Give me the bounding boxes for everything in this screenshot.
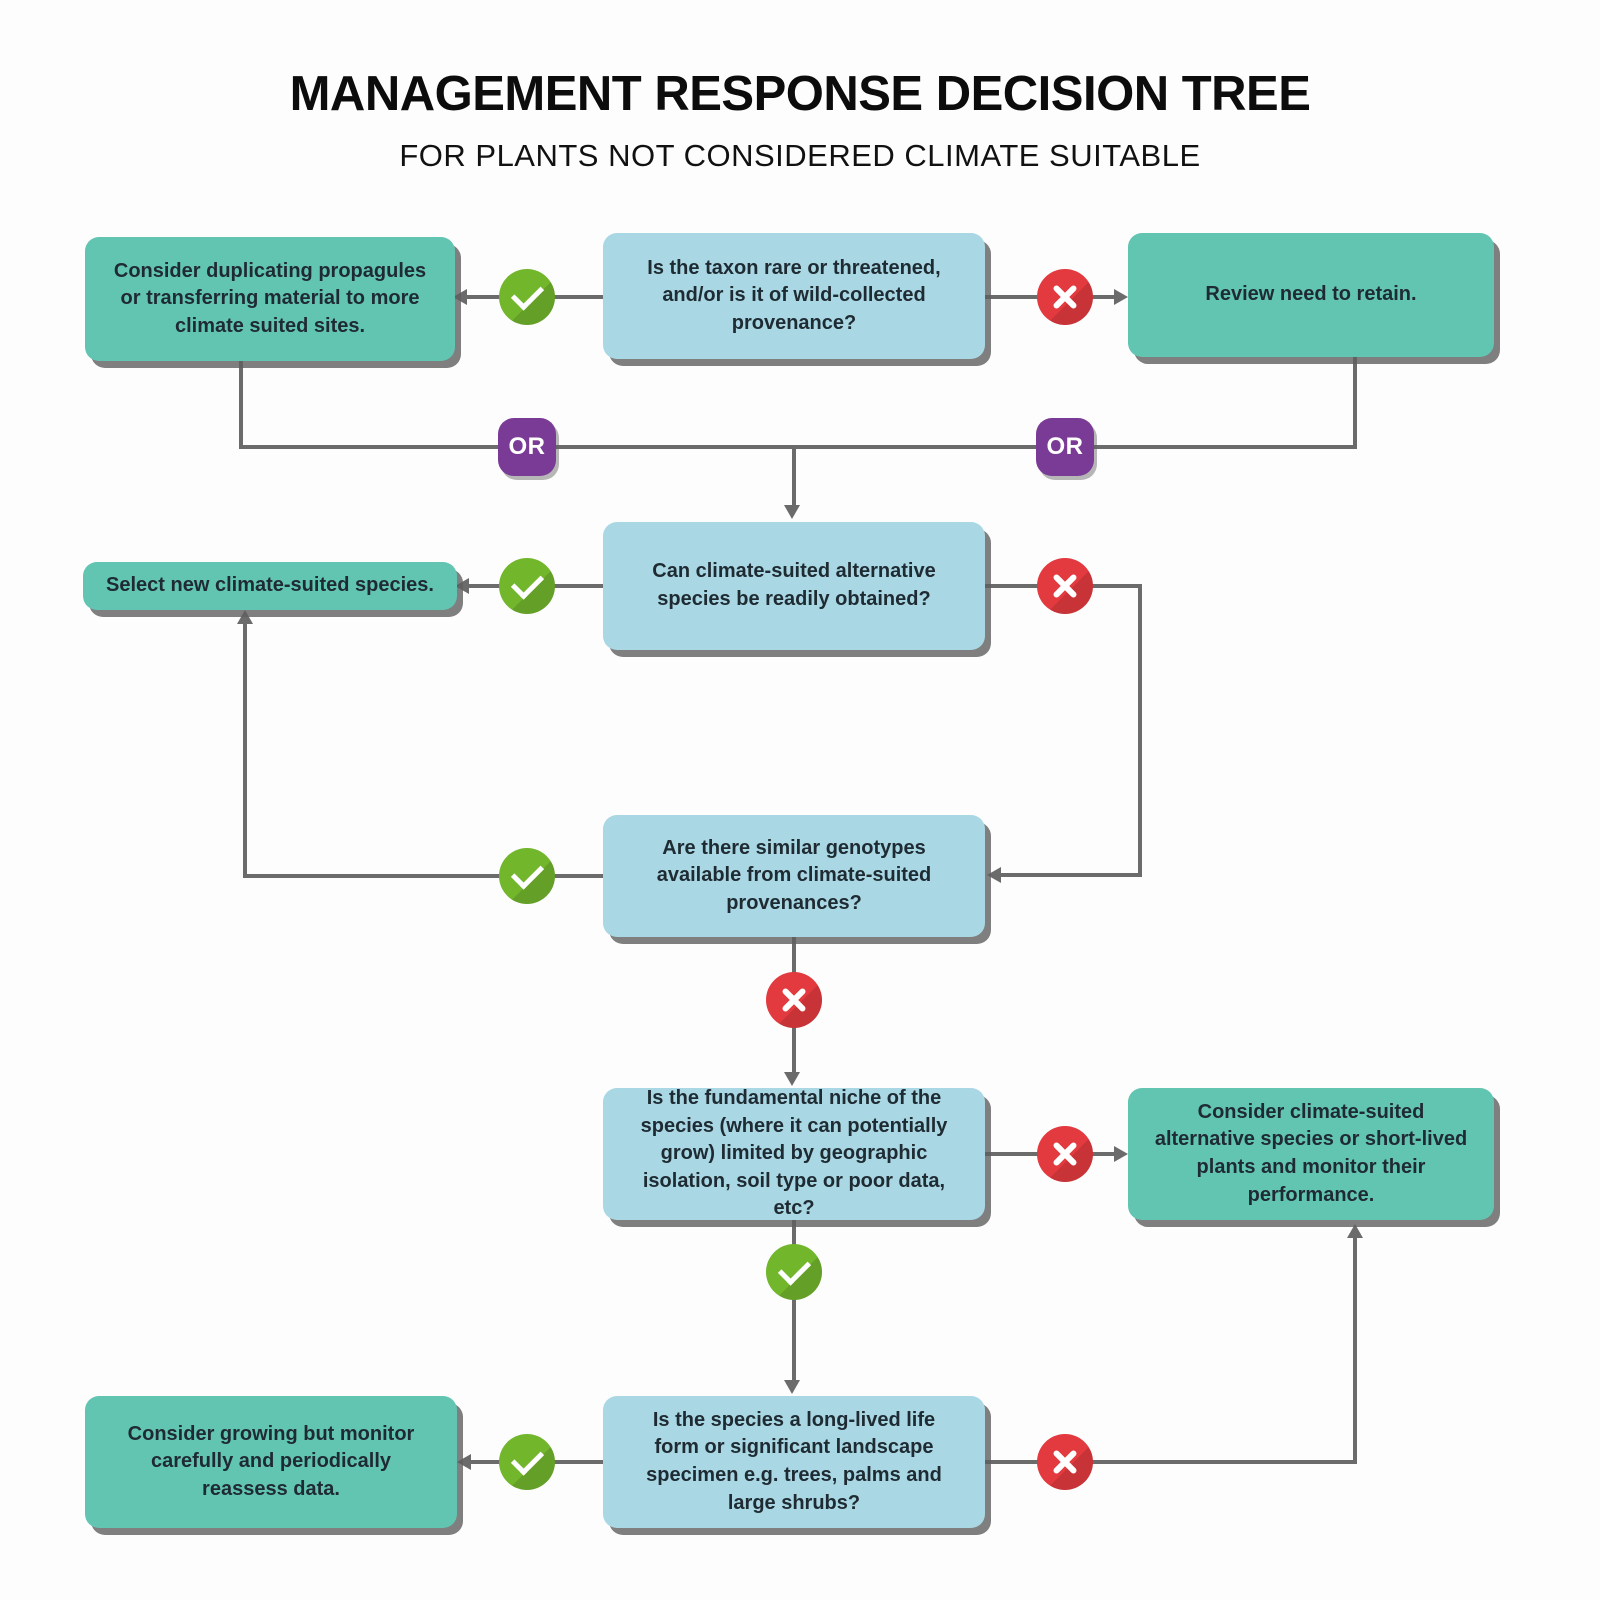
or-badge: OR (1036, 418, 1094, 476)
cross-icon (1037, 558, 1093, 614)
or-badge-label: OR (1046, 433, 1084, 460)
arrowhead-into-duplicate (453, 289, 467, 305)
connector-review-drop (1353, 357, 1357, 447)
checkmark-glyph (510, 277, 544, 311)
or-badge: OR (498, 418, 556, 476)
checkmark-glyph (510, 566, 544, 600)
cross-icon (766, 972, 822, 1028)
check-icon (499, 848, 555, 904)
cross-icon (1037, 1126, 1093, 1182)
check-icon (499, 269, 555, 325)
check-icon (499, 1434, 555, 1490)
check-icon (766, 1244, 822, 1300)
question-box-taxon-rare: Is the taxon rare or threatened, and/or … (603, 233, 985, 359)
action-box-duplicate-propagules: Consider duplicating propagules or trans… (85, 237, 455, 361)
checkmark-glyph (510, 856, 544, 890)
node-text: Is the fundamental niche of the species … (640, 1087, 948, 1220)
node-text: Is the taxon rare or threatened, and/or … (647, 256, 941, 334)
check-icon (499, 558, 555, 614)
connector-duplicate-drop (239, 361, 243, 447)
node-text: Consider climate-suited alternative spec… (1154, 1100, 1468, 1206)
cross-glyph (1049, 281, 1081, 313)
connector-q3-yes-a (245, 874, 603, 878)
arrowhead-into-select-new-2 (237, 610, 253, 624)
cross-glyph (1049, 570, 1081, 602)
connector-q2-no-c (1000, 873, 1142, 877)
connector-merge-drop (792, 449, 796, 507)
arrowhead-into-q3 (987, 867, 1001, 883)
action-box-consider-alternatives: Consider climate-suited alternative spec… (1128, 1088, 1494, 1220)
arrowhead-into-select-new (455, 578, 469, 594)
arrowhead-into-q2 (784, 505, 800, 519)
cross-glyph (1049, 1138, 1081, 1170)
node-text: Is the species a long-lived life form or… (646, 1408, 942, 1514)
question-box-fundamental-niche: Is the fundamental niche of the species … (603, 1087, 985, 1220)
question-box-long-lived: Is the species a long-lived life form or… (603, 1396, 985, 1528)
connector-q2-no-b (1138, 584, 1142, 877)
connector-q3-yes-b (243, 622, 247, 878)
action-box-select-new-species: Select new climate-suited species. (83, 562, 457, 610)
node-text: Are there similar genotypes available fr… (656, 836, 932, 914)
cross-icon (1037, 1434, 1093, 1490)
question-box-similar-genotypes: Are there similar genotypes available fr… (603, 815, 985, 937)
cross-glyph (778, 984, 810, 1016)
cross-icon (1037, 269, 1093, 325)
or-badge-label: OR (508, 433, 546, 460)
connector-q5-no-a (985, 1460, 1357, 1464)
node-text: Consider growing but monitor carefully a… (127, 1422, 415, 1500)
arrowhead-into-q4 (784, 1072, 800, 1086)
page-subtitle: FOR PLANTS NOT CONSIDERED CLIMATE SUITAB… (399, 138, 1201, 173)
question-box-alternatives-obtainable: Can climate-suited alternative species b… (603, 522, 985, 650)
action-box-grow-monitor: Consider growing but monitor carefully a… (85, 1396, 457, 1528)
action-box-review-retain: Review need to retain. (1128, 233, 1494, 357)
arrowhead-into-grow-monitor (457, 1454, 471, 1470)
arrowhead-into-consider-alt-2 (1347, 1224, 1363, 1238)
connector-q4-yes (792, 1220, 796, 1384)
arrowhead-into-review (1114, 289, 1128, 305)
arrowhead-into-consider-alt (1114, 1146, 1128, 1162)
arrowhead-into-q5 (784, 1380, 800, 1394)
cross-glyph (1049, 1446, 1081, 1478)
node-text: Consider duplicating propagules or trans… (113, 259, 427, 337)
node-text: Can climate-suited alternative species b… (652, 560, 936, 610)
connector-or-rail (239, 445, 1357, 449)
connector-q5-no-b (1353, 1236, 1357, 1464)
checkmark-glyph (777, 1252, 811, 1286)
checkmark-glyph (510, 1442, 544, 1476)
node-text: Review need to retain. (1205, 283, 1417, 306)
page-title: MANAGEMENT RESPONSE DECISION TREE (289, 67, 1311, 121)
node-text: Select new climate-suited species. (106, 574, 434, 597)
